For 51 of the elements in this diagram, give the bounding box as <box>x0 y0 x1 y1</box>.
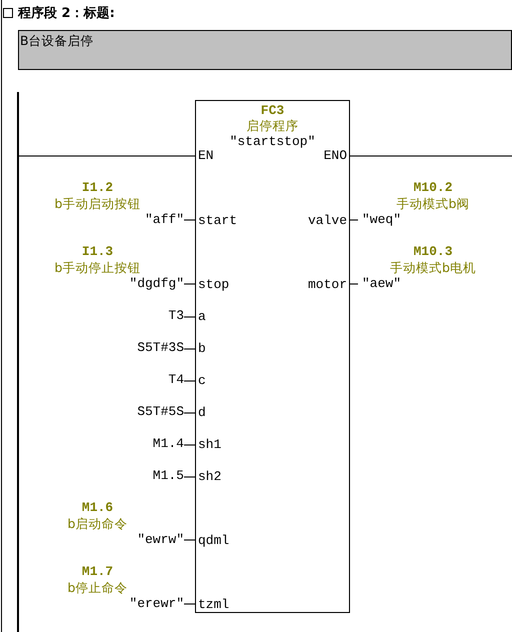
address-label: M1.7 <box>80 564 114 580</box>
pin-label: sh1 <box>195 438 222 452</box>
block-comment: 启停程序 <box>246 118 298 133</box>
pin-label: d <box>195 406 206 420</box>
comment-box <box>18 30 512 70</box>
pin-label: b <box>195 342 206 356</box>
address-label: M1.6 <box>80 500 114 516</box>
pin-label: start <box>195 214 238 228</box>
operand: M1.4 <box>152 436 185 452</box>
wire <box>184 316 196 318</box>
symbol-comment: b启动命令 <box>66 516 128 532</box>
pin-label: ENO <box>324 149 350 163</box>
address-label: I1.2 <box>80 180 114 196</box>
pin-label: EN <box>195 149 214 163</box>
wire <box>184 444 196 446</box>
wire <box>184 476 196 478</box>
pin-label: stop <box>195 278 230 292</box>
block-number: FC3 <box>260 103 284 118</box>
symbol-comment: b停止命令 <box>66 580 128 596</box>
operand: ″dgdfg″ <box>128 276 185 292</box>
operand: S5T#3S <box>136 340 185 356</box>
pin-label: tzml <box>195 598 230 612</box>
network-title: 程序段 2：标题: <box>18 4 115 22</box>
wire <box>184 412 196 414</box>
operand: ″weq″ <box>361 212 402 228</box>
wire <box>184 380 196 382</box>
address-label: M10.2 <box>412 180 454 196</box>
wire <box>184 348 196 350</box>
pin-label: motor <box>308 278 350 292</box>
pin-label: valve <box>308 214 350 228</box>
operand: ″ewrw″ <box>136 532 185 548</box>
network-comment: B台设备启停 <box>20 33 95 49</box>
block-symbol: ″startstop″ <box>230 134 316 149</box>
function-block <box>195 100 350 613</box>
operand: ″aff″ <box>144 212 185 228</box>
symbol-comment: 手动模式b电机 <box>389 260 477 276</box>
pin-label: qdml <box>195 534 230 548</box>
operand: T4 <box>167 372 185 388</box>
pin-label: sh2 <box>195 470 222 484</box>
operand: ″erewr″ <box>128 596 185 612</box>
pin-label: a <box>195 310 206 324</box>
pin-label: c <box>195 374 206 388</box>
operand: M1.5 <box>152 468 185 484</box>
address-label: M10.3 <box>412 244 454 260</box>
operand: ″aew″ <box>361 276 402 292</box>
operand: T3 <box>167 308 185 324</box>
symbol-comment: b手动停止按钮 <box>54 260 142 276</box>
symbol-comment: b手动启动按钮 <box>54 196 142 212</box>
address-label: I1.3 <box>80 244 114 260</box>
symbol-comment: 手动模式b阀 <box>396 196 470 212</box>
operand: S5T#5S <box>136 404 185 420</box>
